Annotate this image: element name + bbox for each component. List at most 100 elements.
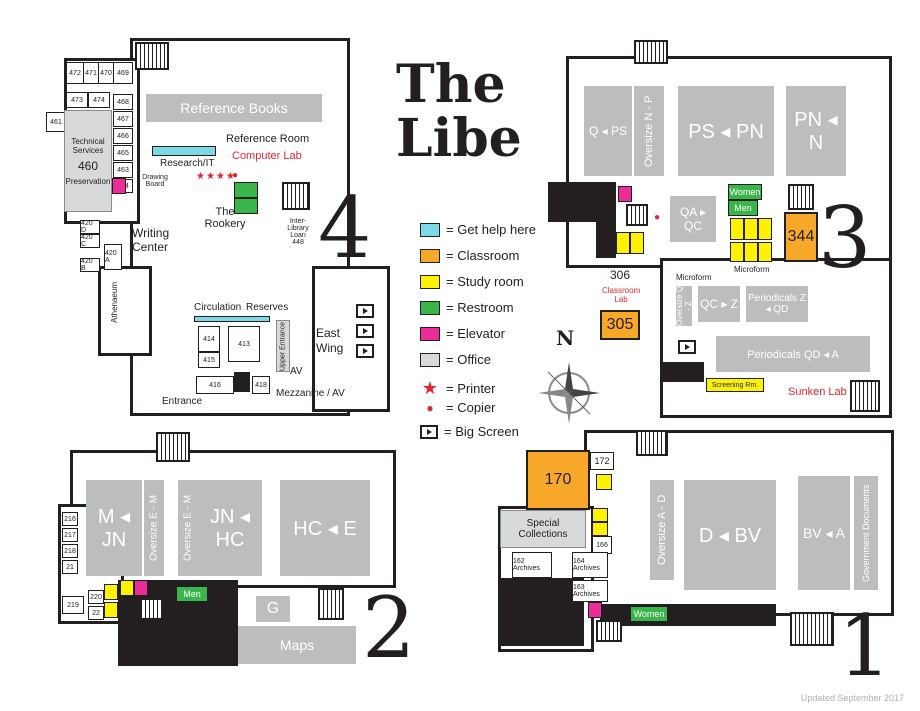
- room-414: 414: [198, 326, 220, 352]
- classroom-170[interactable]: 170: [526, 450, 590, 510]
- reference-room-label: Reference Room: [226, 133, 310, 145]
- study-room[interactable]: [744, 218, 758, 240]
- stacks-q-ps: Q ◂ PS: [584, 86, 632, 176]
- study-room[interactable]: [120, 580, 134, 596]
- copier-icon: ●: [232, 170, 239, 181]
- floor-4-athenaeum-outline: [98, 266, 152, 356]
- stairs-icon: [596, 620, 622, 642]
- stairs-icon: [788, 184, 814, 210]
- legend-copier: ● = Copier: [420, 400, 496, 415]
- stacks-m-jn: M ◂ JN: [86, 480, 142, 576]
- rookery-label: The Rookery: [204, 206, 246, 230]
- legend-elevator: = Elevator: [420, 326, 505, 341]
- big-screen-icon: [356, 324, 374, 338]
- av-label: AV: [290, 366, 303, 377]
- stacks-d-bv: D ◂ BV: [684, 480, 776, 590]
- room-420d: 420 D: [80, 220, 100, 234]
- study-room[interactable]: [730, 218, 744, 240]
- sunken-lab-label: Sunken Lab: [788, 386, 847, 398]
- periodicals-qd-a: Periodicals QD ◂ A: [716, 336, 870, 372]
- archives-163: 163 Archives: [572, 580, 608, 602]
- big-screen-icon: [356, 304, 374, 318]
- study-room[interactable]: [758, 242, 772, 262]
- stacks-oversize-e-m-2: Oversize E - M: [178, 480, 198, 576]
- core-block: [548, 182, 616, 222]
- government-documents: Government Documents: [854, 476, 878, 590]
- room-216: 216: [62, 512, 78, 526]
- restroom-men: Men: [176, 586, 208, 602]
- room-466: 466: [113, 128, 133, 144]
- big-screen-icon: [356, 344, 374, 358]
- updated-note: Updated September 2017: [800, 693, 904, 703]
- map-title: The Libe: [396, 58, 522, 166]
- stairs-icon: [135, 42, 169, 70]
- stairs-icon: [636, 430, 668, 456]
- restroom-women: Women: [630, 606, 668, 622]
- elevator-icon: [134, 580, 148, 596]
- study-room[interactable]: [592, 508, 608, 522]
- research-it-label: Research/IT: [160, 158, 215, 169]
- interlibrary-loan-label: Inter-Library Loan 448: [282, 218, 314, 246]
- legend-label: = Restroom: [446, 300, 514, 315]
- printer-icon: ★★★★: [196, 171, 236, 182]
- room-473: 473: [66, 92, 88, 108]
- writing-center-label: Writing Center: [132, 226, 170, 254]
- room-420c: 420 C: [80, 234, 100, 248]
- stairs-icon: [790, 612, 834, 646]
- room-465: 465: [113, 145, 133, 161]
- legend-label: = Copier: [446, 400, 496, 415]
- special-collections: Special Collections: [500, 510, 586, 548]
- study-room[interactable]: [592, 522, 608, 536]
- mezzanine-av-label: Mezzanine / AV: [276, 388, 345, 399]
- room-418: 418: [252, 376, 270, 394]
- room-460-label: 460: [77, 158, 99, 173]
- floor-1-number: 1: [838, 597, 892, 695]
- classroom-305[interactable]: 305: [600, 310, 640, 340]
- stairs-icon: [318, 588, 344, 620]
- floor-2-number: 2: [362, 579, 416, 677]
- study-room[interactable]: [630, 232, 644, 254]
- study-room[interactable]: [104, 584, 118, 600]
- stairs-icon: [634, 40, 668, 64]
- stacks-g: G: [256, 596, 290, 622]
- core-block: [596, 222, 616, 258]
- room-469: 469: [113, 62, 133, 84]
- help-desk-research-it[interactable]: [152, 146, 216, 156]
- study-room[interactable]: [758, 218, 772, 240]
- study-room[interactable]: [104, 602, 118, 618]
- stairs-icon: [140, 598, 164, 620]
- legend-restroom: = Restroom: [420, 300, 514, 315]
- floor-4-east-wing-outline: [312, 266, 390, 412]
- study-room[interactable]: [730, 242, 744, 262]
- legend-swatch: [420, 326, 440, 341]
- title-line-1: The: [396, 54, 506, 115]
- room-413: 413: [228, 326, 260, 362]
- technical-services-office: Technical Services 460 Preservation: [64, 110, 112, 212]
- study-room[interactable]: [596, 474, 612, 490]
- room-172: 172: [590, 452, 614, 470]
- interlibrary-loan-text: Inter-Library Loan: [287, 218, 309, 239]
- room-470: 470: [98, 62, 114, 84]
- help-desk-circulation[interactable]: [194, 316, 270, 322]
- stairs-icon: [156, 432, 190, 462]
- stacks-ps-pn: PS ◂ PN: [678, 86, 774, 176]
- stairs-icon: [850, 380, 880, 412]
- room-306-label: 306: [610, 268, 631, 282]
- upper-entrance-label: Upper Entrance: [276, 320, 290, 372]
- study-room[interactable]: [744, 242, 758, 262]
- floor-4-number: 4: [318, 179, 372, 277]
- compass-rose-icon: [538, 362, 600, 424]
- stacks-qc-z: QC ▸ Z: [698, 286, 740, 322]
- dot-icon: ●: [426, 400, 434, 415]
- star-icon: ★: [421, 378, 439, 398]
- legend-swatch: [420, 274, 440, 289]
- stacks-oversize-a-d: Oversize A - D: [650, 480, 674, 580]
- classroom-344[interactable]: 344: [784, 212, 818, 262]
- big-screen-icon: [678, 340, 696, 354]
- study-room[interactable]: [616, 232, 630, 254]
- restroom-icon: [234, 198, 258, 214]
- maps-area: Maps: [238, 626, 356, 664]
- screening-room[interactable]: Screening Rm.: [706, 378, 764, 392]
- archives-162: 162 Archives: [512, 552, 552, 578]
- stacks-qa-qc: QA ▸ QC: [670, 196, 716, 242]
